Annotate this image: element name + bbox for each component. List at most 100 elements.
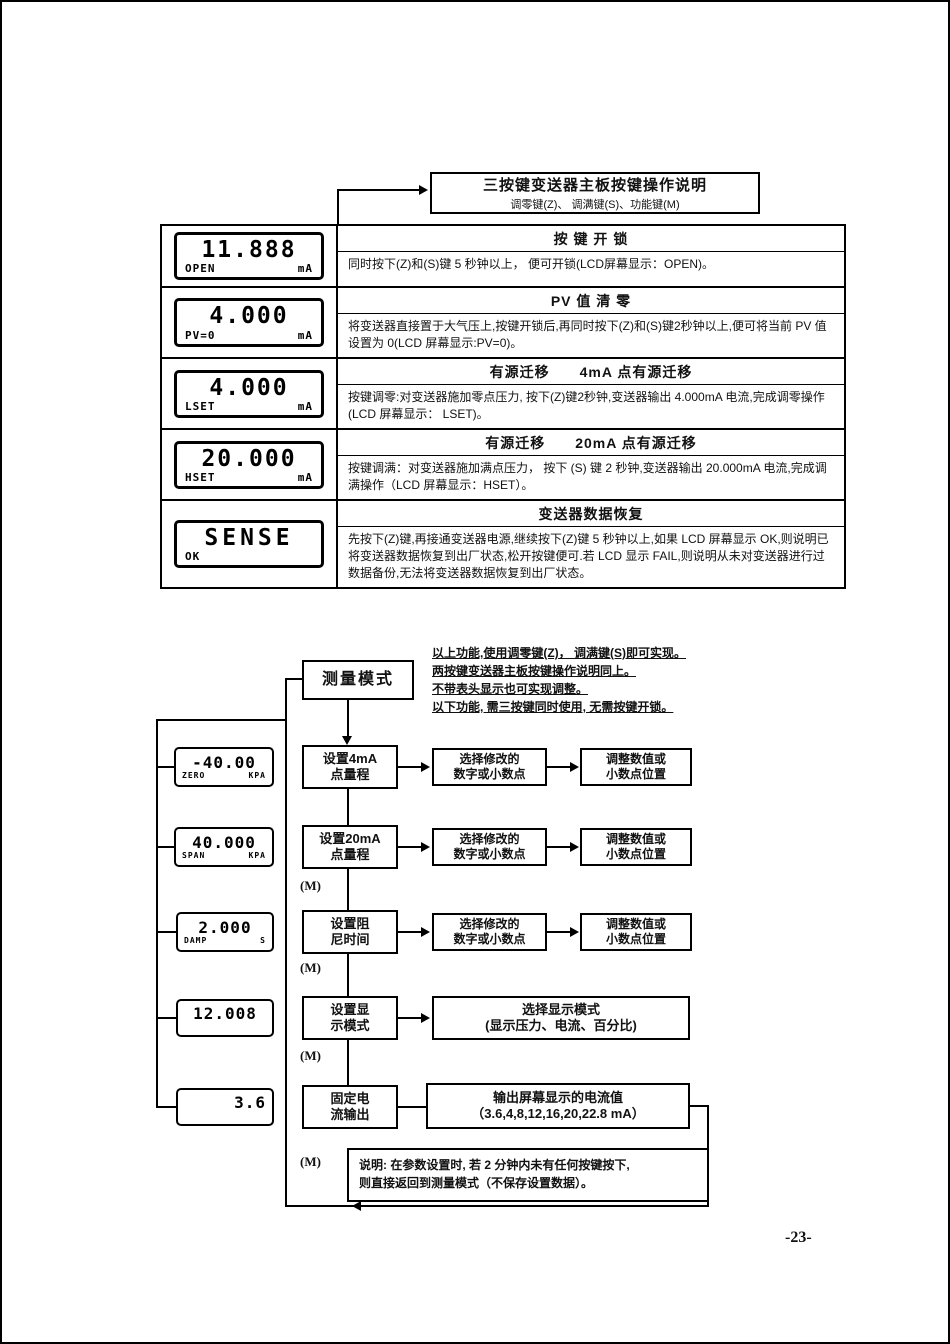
lcd-display: 2.000 DAMP S bbox=[176, 912, 274, 952]
connector-line bbox=[285, 678, 287, 1207]
text-cell: 有源迁移 20mA 点有源迁移 按键调满：对变送器施加满点压力， 按下 (S) … bbox=[338, 430, 844, 499]
connector-line bbox=[347, 869, 349, 910]
row-body: 先按下(Z)键,再接通变送器电源,继续按下(Z)键 5 秒钟以上,如果 LCD … bbox=[348, 532, 829, 581]
row-header: 有源迁移 20mA 点有源迁移 bbox=[338, 430, 844, 457]
arrow-right-icon bbox=[421, 762, 430, 772]
lcd-sub-row: LSET mA bbox=[185, 400, 313, 413]
lcd-cell: SENSE OK bbox=[162, 501, 338, 588]
lcd-main-digits: 20.000 bbox=[201, 445, 297, 472]
row-header: 有源迁移 4mA 点有源迁移 bbox=[338, 359, 844, 386]
connector-line bbox=[690, 1105, 709, 1107]
row-header: 变送器数据恢复 bbox=[338, 501, 844, 528]
connector-line bbox=[156, 1106, 178, 1108]
connector-line bbox=[337, 189, 420, 191]
current-output-values-box: 输出屏幕显示的电流值 （3.6,4,8,12,16,20,22.8 mA） bbox=[426, 1083, 690, 1129]
adjust-value-box: 调整数值或 小数点位置 bbox=[580, 828, 692, 866]
lcd-unit-label: mA bbox=[297, 262, 313, 276]
lcd-sub-label: OK bbox=[185, 550, 201, 564]
arrow-right-icon bbox=[419, 185, 428, 195]
connector-line bbox=[156, 931, 178, 933]
connector-line bbox=[398, 1106, 426, 1108]
connector-line bbox=[156, 719, 158, 1108]
arrow-right-icon bbox=[570, 842, 579, 852]
timeout-note-box: 说明: 在参数设置时, 若 2 分钟内未有任何按键按下, 则直接返回到测量模式（… bbox=[347, 1148, 709, 1202]
lcd-display: 4.000 PV=0 mA bbox=[174, 298, 324, 347]
connector-line bbox=[547, 846, 571, 848]
flow-note-line: 两按键变送器主板按键操作说明同上。 bbox=[432, 664, 637, 678]
table-row: 11.888 OPEN mA 按 键 开 锁 同时按下(Z)和(S)键 5 秒钟… bbox=[162, 226, 844, 286]
connector-line bbox=[398, 766, 422, 768]
lcd-unit-label: mA bbox=[297, 470, 313, 484]
text-cell: 按 键 开 锁 同时按下(Z)和(S)键 5 秒钟以上， 便可开锁(LCD屏幕显… bbox=[338, 226, 844, 286]
m-key-label: (M) bbox=[300, 1048, 321, 1063]
lcd-main-digits: 4.000 bbox=[209, 303, 289, 330]
lcd-sub-label: HSET bbox=[185, 470, 216, 484]
lcd-unit-label: mA bbox=[297, 399, 313, 413]
lcd-sub-row: DAMP S bbox=[184, 936, 266, 945]
lcd-cell: 20.000 HSET mA bbox=[162, 430, 338, 500]
lcd-sub-row bbox=[184, 1022, 266, 1031]
lcd-unit-label: S bbox=[260, 936, 266, 946]
title-subtext: 调零键(Z)、 调满键(S)、功能键(M) bbox=[510, 199, 680, 211]
lcd-main-digits: 3.6 bbox=[234, 1092, 266, 1112]
connector-line bbox=[285, 1205, 709, 1207]
m-key-label: (M) bbox=[300, 960, 321, 975]
connector-line bbox=[347, 700, 349, 736]
flow-note-line: 以下功能, 需三按键同时使用, 无需按键开锁。 bbox=[432, 700, 674, 714]
step-box-set-20ma-range: 设置20mA 点量程 bbox=[302, 825, 398, 869]
step-box-display-mode: 设置显 示模式 bbox=[302, 996, 398, 1040]
select-digit-box: 选择修改的 数字或小数点 bbox=[432, 748, 547, 786]
measurement-mode-box: 测量模式 bbox=[302, 660, 414, 700]
lcd-sub-row: OPEN mA bbox=[185, 262, 313, 275]
lcd-cell: 4.000 LSET mA bbox=[162, 359, 338, 429]
lcd-display: SENSE OK bbox=[174, 520, 324, 569]
operation-table: 11.888 OPEN mA 按 键 开 锁 同时按下(Z)和(S)键 5 秒钟… bbox=[160, 224, 846, 590]
flow-note-line: 以上功能,使用调零键(Z)， 调满键(S)即可实现。 bbox=[432, 646, 686, 660]
lcd-display: 40.000 SPAN KPA bbox=[174, 827, 274, 867]
display-mode-options-box: 选择显示模式 (显示压力、电流、百分比) bbox=[432, 996, 690, 1040]
arrow-right-icon bbox=[421, 842, 430, 852]
m-key-label: (M) bbox=[300, 1154, 321, 1169]
lcd-display: 20.000 HSET mA bbox=[174, 440, 324, 489]
lcd-display: 12.008 bbox=[176, 999, 274, 1037]
lcd-main-digits: 4.000 bbox=[209, 374, 289, 401]
row-body: 按键调零:对变送器施加零点压力, 按下(Z)键2秒钟,变送器输出 4.000mA… bbox=[348, 390, 825, 422]
lcd-sub-label: OPEN bbox=[185, 262, 216, 276]
row-body: 将变送器直接置于大气压上,按键开锁后,再同时按下(Z)和(S)键2秒钟以上,便可… bbox=[348, 319, 827, 351]
page-number: -23- bbox=[785, 1229, 812, 1246]
text-cell: PV 值 清 零 将变送器直接置于大气压上,按键开锁后,再同时按下(Z)和(S)… bbox=[338, 288, 844, 357]
table-row: SENSE OK 变送器数据恢复 先按下(Z)键,再接通变送器电源,继续按下(Z… bbox=[162, 499, 844, 588]
lcd-sub-label: SPAN bbox=[182, 851, 206, 861]
adjust-value-box: 调整数值或 小数点位置 bbox=[580, 748, 692, 786]
lcd-cell: 11.888 OPEN mA bbox=[162, 226, 338, 286]
connector-line bbox=[547, 766, 571, 768]
connector-line bbox=[156, 719, 286, 721]
step-box-set-4ma-range: 设置4mA 点量程 bbox=[302, 745, 398, 789]
lcd-main-digits: 2.000 bbox=[198, 917, 252, 937]
connector-line bbox=[337, 189, 339, 224]
lcd-main-digits: -40.00 bbox=[192, 752, 256, 772]
row-header: PV 值 清 零 bbox=[338, 288, 844, 314]
arrow-right-icon bbox=[570, 762, 579, 772]
lcd-cell: 4.000 PV=0 mA bbox=[162, 288, 338, 358]
select-digit-box: 选择修改的 数字或小数点 bbox=[432, 828, 547, 866]
arrow-right-icon bbox=[421, 1013, 430, 1023]
lcd-display: 4.000 LSET mA bbox=[174, 369, 324, 418]
lcd-sub-label: ZERO bbox=[182, 771, 206, 781]
lcd-sub-label: PV=0 bbox=[185, 328, 216, 342]
table-row: 4.000 PV=0 mA PV 值 清 零 将变送器直接置于大气压上,按键开锁… bbox=[162, 286, 844, 358]
step-box-set-damping: 设置阻 尼时间 bbox=[302, 910, 398, 954]
connector-line bbox=[285, 678, 302, 680]
lcd-sub-row: SPAN KPA bbox=[182, 851, 266, 860]
lcd-sub-label: DAMP bbox=[184, 936, 208, 946]
lcd-sub-label: LSET bbox=[185, 399, 216, 413]
row-body: 同时按下(Z)和(S)键 5 秒钟以上， 便可开锁(LCD屏幕显示：OPEN)。 bbox=[348, 257, 715, 271]
lcd-sub-row: HSET mA bbox=[185, 471, 313, 484]
lcd-unit-label: KPA bbox=[248, 851, 266, 861]
connector-line bbox=[547, 931, 571, 933]
connector-line bbox=[156, 766, 176, 768]
connector-line bbox=[398, 846, 422, 848]
lcd-display: 11.888 OPEN mA bbox=[174, 231, 324, 281]
arrow-right-icon bbox=[570, 927, 579, 937]
